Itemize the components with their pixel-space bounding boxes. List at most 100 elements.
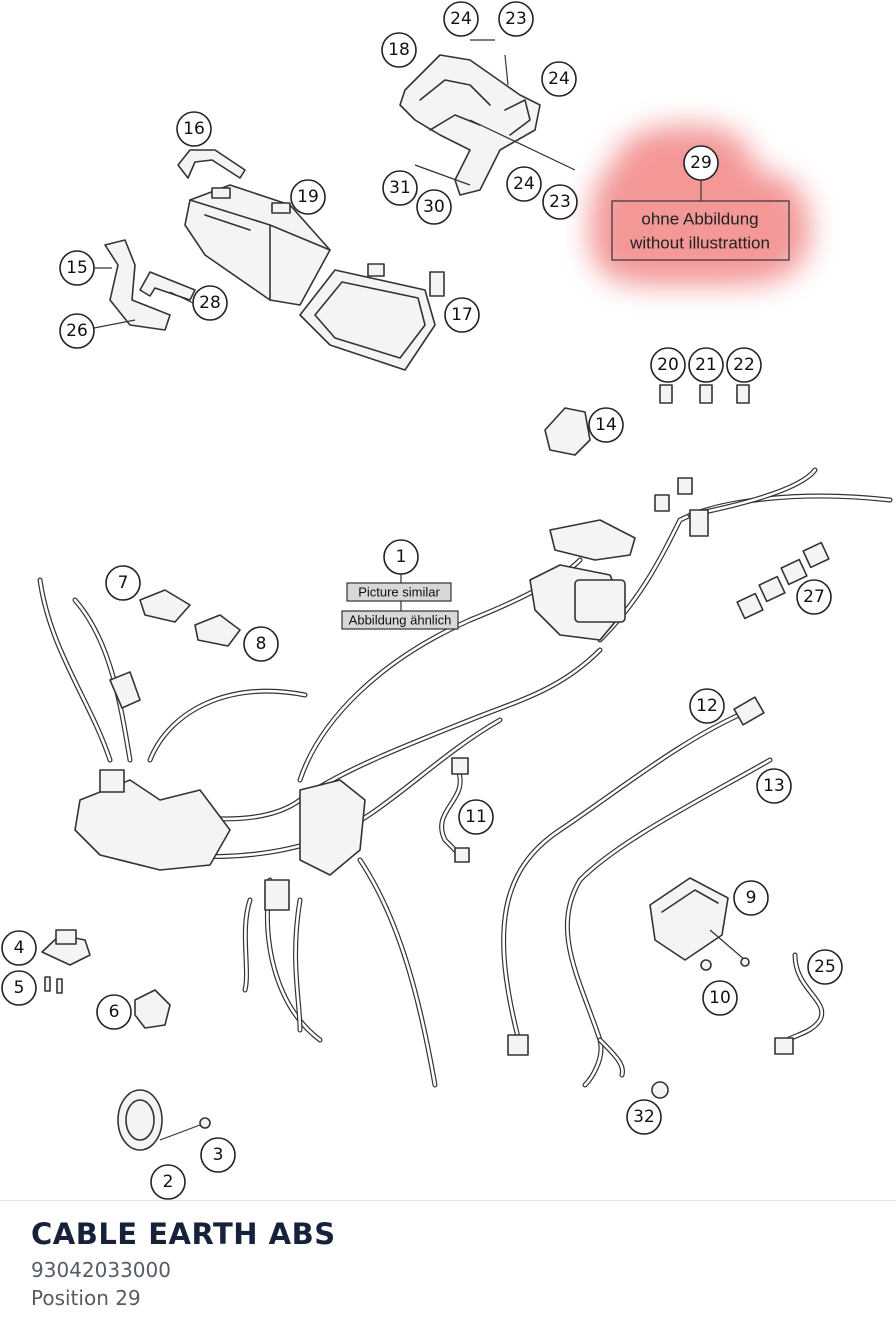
- callout-6[interactable]: 6: [96, 994, 132, 1030]
- cable-25: [774, 952, 825, 1055]
- callout-26[interactable]: 26: [59, 313, 95, 349]
- callout-20[interactable]: 20: [650, 347, 686, 383]
- svg-text:8: 8: [256, 634, 267, 654]
- callout-24-top[interactable]: 24: [443, 1, 479, 37]
- svg-text:23: 23: [549, 192, 571, 212]
- bolt-32: [651, 1081, 669, 1099]
- connectors-7-8: [139, 589, 241, 647]
- part-position: Position 29: [31, 1286, 141, 1310]
- callout-2[interactable]: 2: [150, 1164, 186, 1200]
- callout-19[interactable]: 19: [290, 179, 326, 215]
- picture-similar-text: Picture similar: [358, 585, 440, 600]
- callout-32[interactable]: 32: [626, 1099, 662, 1135]
- callout-1[interactable]: 1: [383, 539, 419, 575]
- callout-28[interactable]: 28: [192, 285, 228, 321]
- svg-text:7: 7: [118, 573, 129, 593]
- callout-24-right[interactable]: 24: [541, 61, 577, 97]
- svg-text:24: 24: [450, 9, 472, 29]
- cable-11: [439, 757, 470, 863]
- part-info-panel: CABLE EARTH ABS 93042033000 Position 29: [0, 1200, 896, 1336]
- callout-23-bottom[interactable]: 23: [542, 184, 578, 220]
- callout-21[interactable]: 21: [688, 347, 724, 383]
- cable-12: [501, 696, 765, 1056]
- callout-11[interactable]: 11: [458, 799, 494, 835]
- svg-text:19: 19: [297, 187, 319, 207]
- screws-5: [44, 976, 63, 994]
- svg-text:18: 18: [388, 40, 410, 60]
- svg-text:14: 14: [595, 415, 617, 435]
- callout-7[interactable]: 7: [105, 565, 141, 601]
- svg-text:11: 11: [465, 807, 487, 827]
- callout-12[interactable]: 12: [689, 688, 725, 724]
- svg-text:21: 21: [695, 355, 717, 375]
- exploded-parts-diagram: Picture similar Abbildung ähnlich: [1, 1, 893, 1200]
- callout-5[interactable]: 5: [1, 970, 37, 1006]
- svg-text:25: 25: [814, 957, 836, 977]
- relays-27: [736, 541, 830, 620]
- callout-17[interactable]: 17: [444, 297, 480, 333]
- svg-text:6: 6: [109, 1002, 120, 1022]
- callout-14[interactable]: 14: [588, 407, 624, 443]
- callout-9[interactable]: 9: [733, 880, 769, 916]
- svg-text:3: 3: [213, 1145, 224, 1165]
- callout-8[interactable]: 8: [243, 626, 279, 662]
- regulator-9: [649, 877, 750, 971]
- relay-14: [544, 407, 591, 456]
- svg-text:32: 32: [633, 1107, 655, 1127]
- svg-text:31: 31: [389, 178, 411, 198]
- clip-28: [139, 271, 196, 301]
- battery-holder-bracket: [399, 39, 576, 196]
- callout-31[interactable]: 31: [382, 170, 418, 206]
- svg-text:9: 9: [746, 888, 757, 908]
- svg-text:12: 12: [696, 696, 718, 716]
- callout-22[interactable]: 22: [726, 347, 762, 383]
- callout-3[interactable]: 3: [200, 1137, 236, 1173]
- note-en-text: without illustrattion: [629, 234, 770, 253]
- battery: [184, 184, 331, 306]
- callout-27[interactable]: 27: [796, 579, 832, 615]
- svg-text:24: 24: [513, 174, 535, 194]
- fuses-20-22: [659, 384, 750, 404]
- no-illustration-note: ohne Abbildung without illustrattion: [611, 200, 790, 261]
- svg-text:26: 26: [66, 321, 88, 341]
- svg-text:10: 10: [709, 988, 731, 1008]
- cable-13: [564, 757, 773, 1088]
- callout-30[interactable]: 30: [416, 189, 452, 225]
- callout-10[interactable]: 10: [702, 980, 738, 1016]
- svg-text:5: 5: [14, 978, 25, 998]
- svg-text:28: 28: [199, 293, 221, 313]
- svg-text:17: 17: [451, 305, 473, 325]
- svg-text:16: 16: [183, 119, 205, 139]
- callout-25[interactable]: 25: [807, 949, 843, 985]
- relay-6: [134, 989, 171, 1029]
- svg-text:22: 22: [733, 355, 755, 375]
- callout-29[interactable]: 29: [683, 145, 719, 181]
- svg-text:23: 23: [505, 9, 527, 29]
- picture-similar-label: Picture similar Abbildung ähnlich: [341, 574, 459, 630]
- horn-2: [117, 1089, 211, 1151]
- svg-text:4: 4: [14, 938, 25, 958]
- part-title: CABLE EARTH ABS: [31, 1217, 336, 1251]
- note-de-text: ohne Abbildung: [641, 210, 758, 229]
- svg-text:24: 24: [548, 69, 570, 89]
- svg-text:15: 15: [66, 258, 88, 278]
- part-number: 93042033000: [31, 1258, 171, 1282]
- highlight-position-29: [589, 125, 811, 285]
- battery-box: [299, 263, 445, 371]
- svg-text:27: 27: [803, 587, 825, 607]
- svg-text:20: 20: [657, 355, 679, 375]
- main-wiring-harness: [37, 467, 893, 1088]
- svg-text:30: 30: [423, 197, 445, 217]
- callout-4[interactable]: 4: [1, 930, 37, 966]
- callout-15[interactable]: 15: [59, 250, 95, 286]
- callout-24-bottom[interactable]: 24: [506, 166, 542, 202]
- callout-16[interactable]: 16: [176, 111, 212, 147]
- bracket-16: [177, 149, 246, 179]
- svg-text:2: 2: [163, 1172, 174, 1192]
- callout-13[interactable]: 13: [756, 768, 792, 804]
- callout-23-top[interactable]: 23: [498, 1, 534, 37]
- callout-18[interactable]: 18: [381, 32, 417, 68]
- relay-4: [41, 929, 91, 966]
- svg-text:1: 1: [396, 547, 407, 567]
- bracket-15-26: [104, 239, 171, 331]
